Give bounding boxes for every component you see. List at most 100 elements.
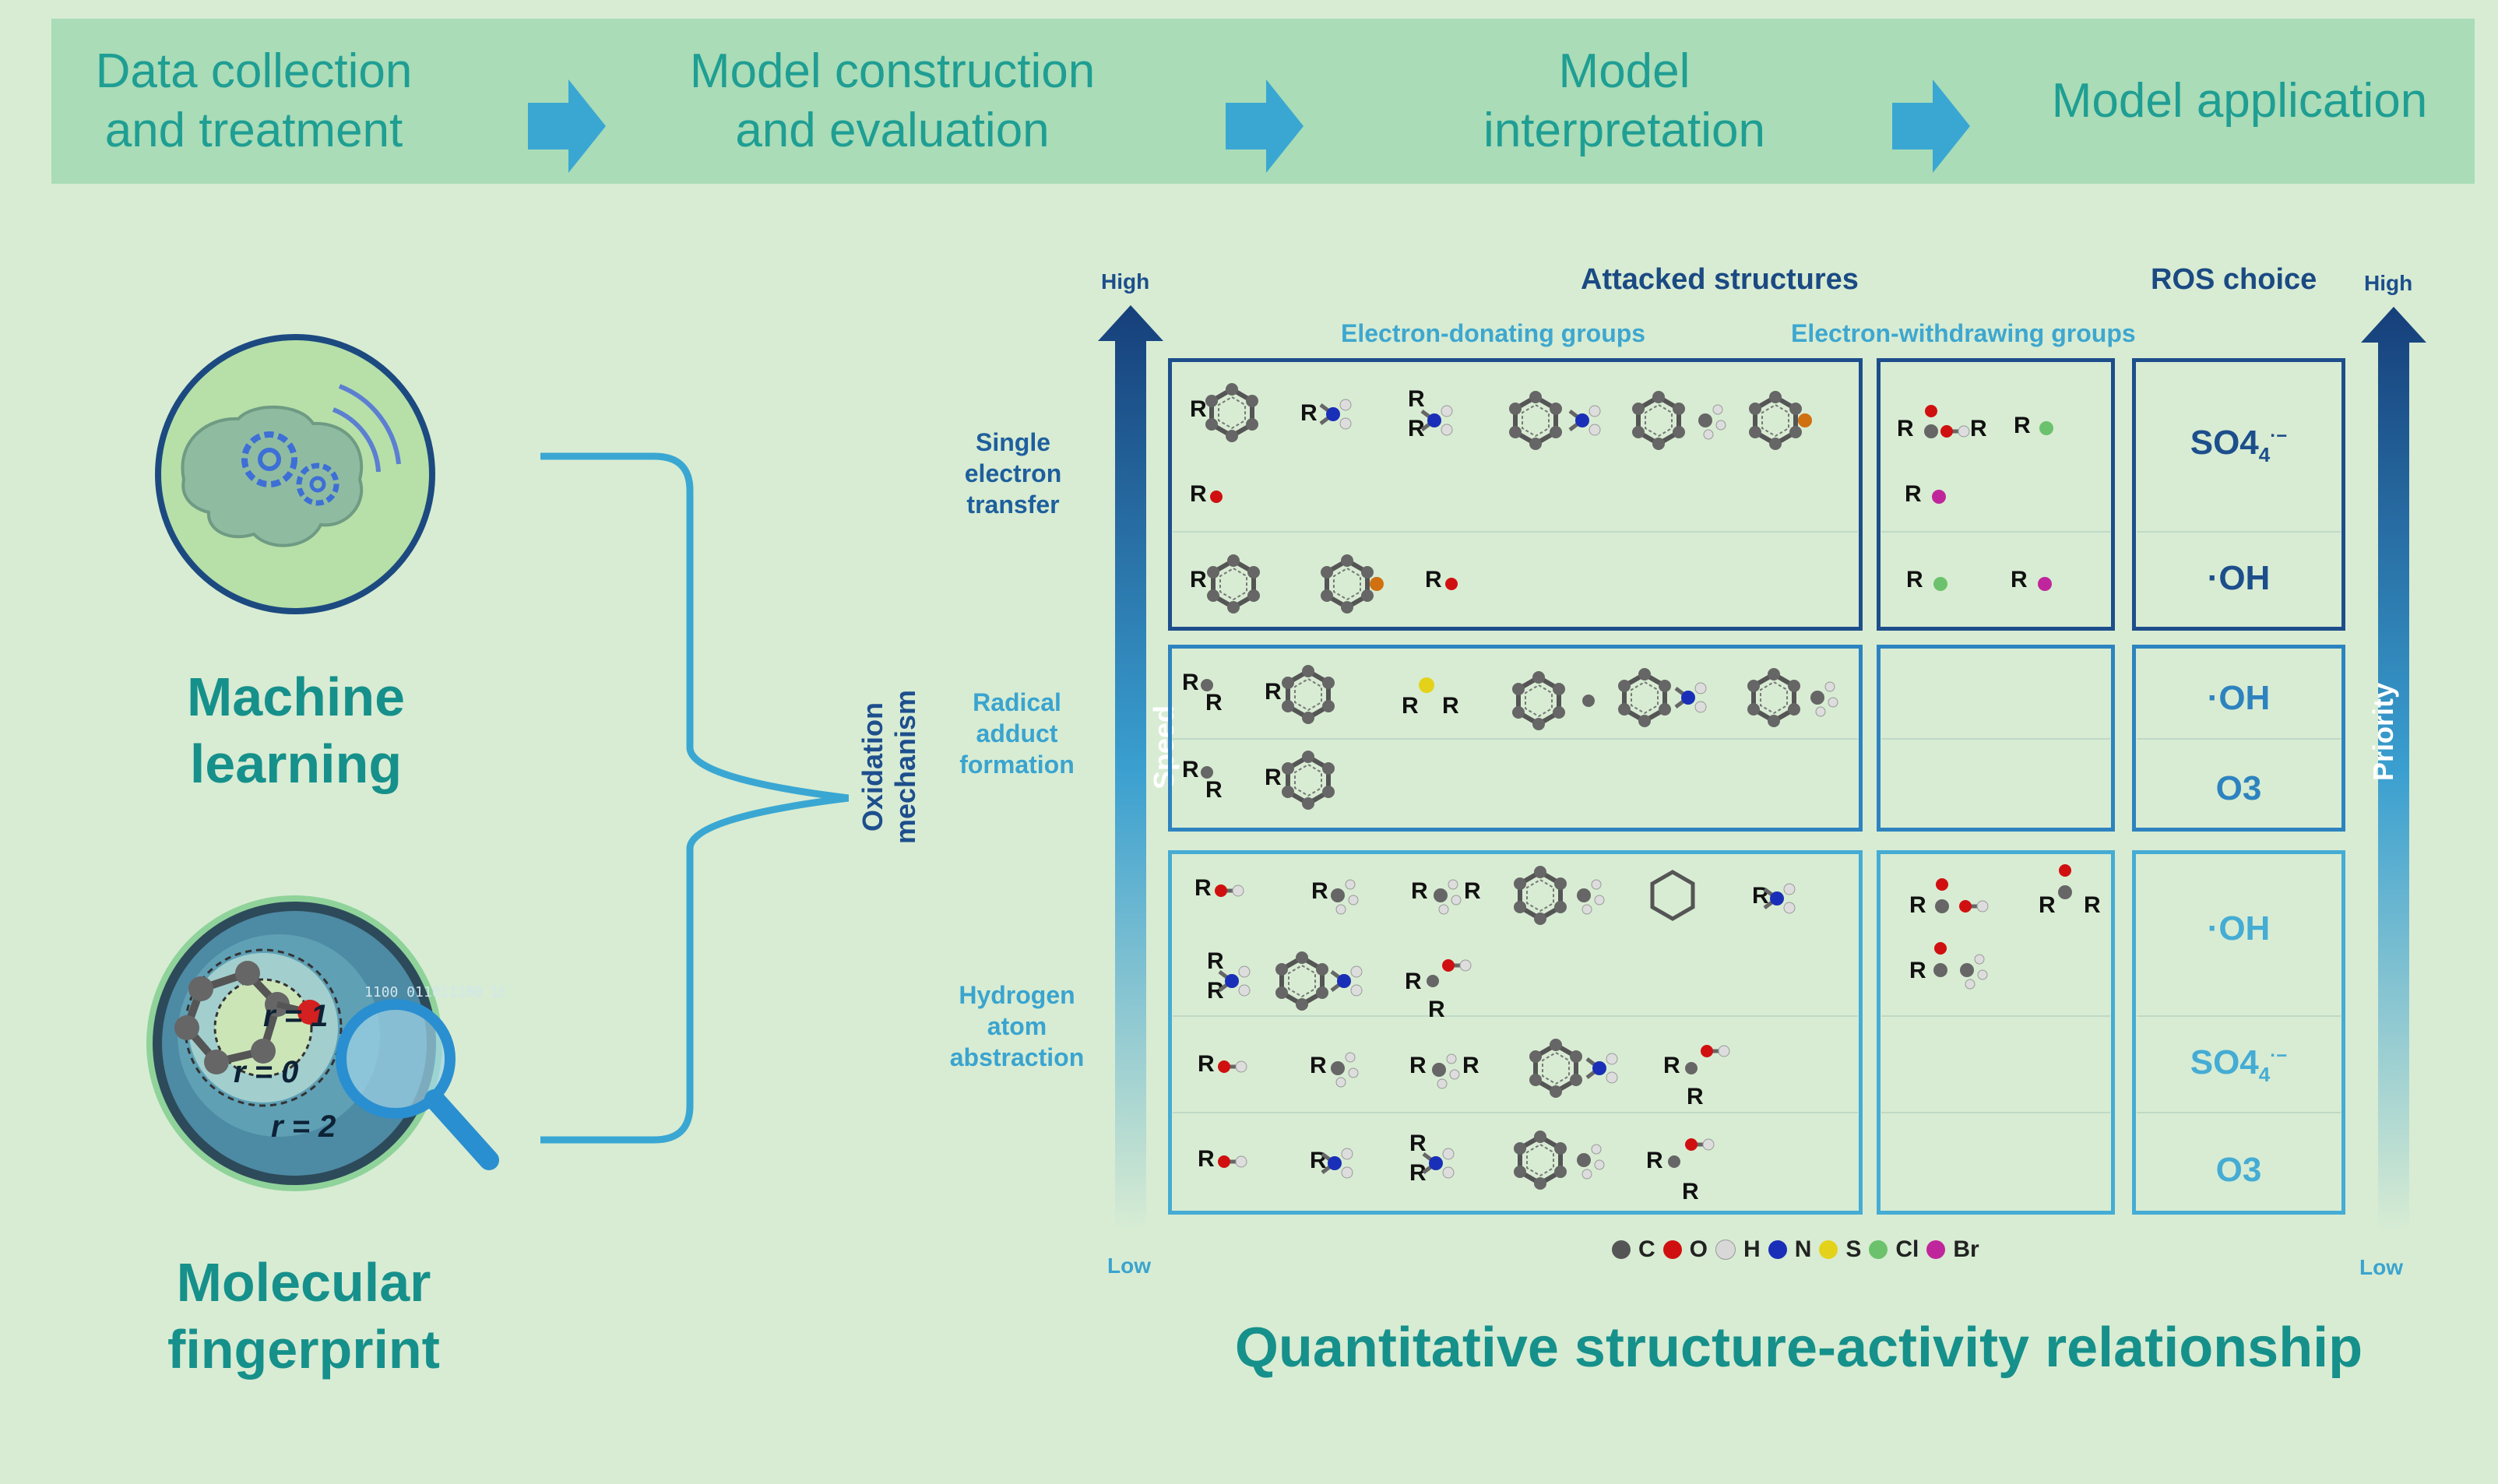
radical-superscript: ·− xyxy=(2270,1045,2288,1067)
ros-raf-1: ·OH xyxy=(2207,679,2271,717)
fingerprint-magnifier-icon: r = 1 r = 0 r = 2 1100 011011100 1010100… xyxy=(146,895,505,1191)
legend-dot-o xyxy=(1662,1240,1682,1259)
svg-text:R: R xyxy=(1205,777,1223,803)
ros-text: SO4 xyxy=(2190,1043,2259,1081)
legend-dot-cl xyxy=(1869,1240,1888,1259)
svg-text:R: R xyxy=(1194,875,1212,901)
mechanism-haa-label: Hydrogen atom abstraction xyxy=(949,981,1085,1071)
ros-set-1: SO44·− xyxy=(2135,424,2342,467)
machine-learning-label: Machine learning xyxy=(186,666,406,794)
svg-text:R: R xyxy=(1408,386,1425,412)
legend-dot-c xyxy=(1612,1240,1631,1259)
raf-edg-box xyxy=(1168,645,1863,832)
svg-text:R: R xyxy=(1442,693,1459,719)
ros-text: O3 xyxy=(2215,1151,2262,1189)
priority-arrow xyxy=(2361,307,2426,1233)
qsar-title: Quantitative structure-activity relation… xyxy=(1234,1317,2363,1379)
row-divider xyxy=(1173,738,1858,740)
step-model-interpretation: Model interpretation xyxy=(1483,44,1765,157)
svg-text:R: R xyxy=(1906,567,1923,593)
brain-gear-icon xyxy=(155,334,435,614)
legend-s: S xyxy=(1845,1236,1862,1262)
svg-text:R: R xyxy=(1409,1160,1427,1186)
legend-cl: Cl xyxy=(1895,1236,1919,1262)
legend-dot-br xyxy=(1926,1240,1946,1259)
ewg-header: Electron-withdrawing groups xyxy=(1791,319,2136,347)
set-ewg-box xyxy=(1877,358,2115,631)
svg-text:R: R xyxy=(1198,1051,1215,1077)
legend-dot-s xyxy=(1819,1240,1838,1259)
svg-text:R: R xyxy=(1897,416,1914,441)
haa-ewg-box xyxy=(1877,850,2115,1215)
legend-o: O xyxy=(1689,1236,1708,1262)
svg-text:R: R xyxy=(2011,567,2028,593)
svg-text:R: R xyxy=(1205,690,1223,716)
step-model-construction: Model construction and evaluation xyxy=(689,44,1096,157)
legend-br: Br xyxy=(1953,1236,1979,1262)
ros-set-2: ·OH xyxy=(2207,559,2271,597)
svg-text:R: R xyxy=(1182,757,1199,782)
row-divider xyxy=(1881,531,2110,533)
row-divider xyxy=(1173,1112,1858,1113)
speed-high-label: High xyxy=(1101,269,1150,294)
arrow-right-icon xyxy=(528,79,606,173)
svg-text:R: R xyxy=(1408,416,1425,441)
raf-ros-box xyxy=(2132,645,2345,832)
ros-haa-2: SO44·− xyxy=(2135,1043,2342,1087)
svg-text:R: R xyxy=(1905,481,1922,507)
priority-low-label: Low xyxy=(2359,1255,2403,1279)
svg-text:R: R xyxy=(1462,1053,1479,1078)
svg-text:R: R xyxy=(2039,892,2056,918)
haa-edg-box xyxy=(1168,850,1863,1215)
set-edg-box xyxy=(1168,358,1863,631)
ros-choice-header: ROS choice xyxy=(2151,263,2317,296)
row-divider xyxy=(1881,1015,2110,1017)
svg-text:R: R xyxy=(1687,1084,1704,1109)
svg-text:R: R xyxy=(1182,670,1199,695)
row-divider xyxy=(2137,738,2341,740)
svg-text:R: R xyxy=(2014,413,2031,438)
set-ros-box xyxy=(2132,358,2345,631)
legend-h: H xyxy=(1743,1236,1761,1262)
legend-c: C xyxy=(1638,1236,1655,1262)
row-divider xyxy=(2137,1015,2341,1017)
subscript-4: 4 xyxy=(2258,442,2271,466)
mechanism-raf-label: Radical adduct formation xyxy=(959,688,1075,779)
ros-haa-3: O3 xyxy=(2135,1151,2342,1190)
svg-text:R: R xyxy=(1207,978,1224,1004)
svg-text:R: R xyxy=(1411,878,1428,904)
svg-text:R: R xyxy=(1265,765,1282,790)
row-divider xyxy=(1173,1015,1858,1017)
svg-text:R: R xyxy=(1409,1131,1427,1156)
svg-text:R: R xyxy=(1428,997,1445,1022)
svg-text:R: R xyxy=(1311,878,1328,904)
svg-text:R: R xyxy=(1190,481,1207,507)
row-divider xyxy=(2137,1112,2341,1113)
arrow-right-icon xyxy=(1226,79,1304,173)
atom-legend: C O H N S Cl Br xyxy=(1612,1236,1979,1263)
ros-text: SO4 xyxy=(2190,424,2259,462)
svg-text:R: R xyxy=(1198,1146,1215,1172)
legend-dot-n xyxy=(1768,1240,1787,1259)
attacked-structures-header: Attacked structures xyxy=(1581,263,1859,296)
svg-text:R: R xyxy=(1646,1148,1663,1173)
edg-header: Electron-donating groups xyxy=(1341,319,1646,347)
mechanism-set-label: Single electron transfer xyxy=(964,428,1062,519)
svg-text:R: R xyxy=(1909,958,1926,983)
speed-arrow xyxy=(1098,305,1163,1232)
speed-low-label: Low xyxy=(1107,1254,1151,1278)
legend-dot-h xyxy=(1715,1240,1736,1260)
svg-text:R: R xyxy=(1265,679,1282,705)
step-data-collection: Data collection and treatment xyxy=(95,44,413,157)
oxidation-mechanism-axis-label: Oxidation mechanism xyxy=(857,689,921,845)
svg-text:R: R xyxy=(1300,400,1318,426)
priority-label: Priority xyxy=(2367,682,2399,782)
row-divider xyxy=(2137,531,2341,533)
curly-brace xyxy=(540,452,849,1144)
row-divider xyxy=(1173,531,1858,533)
molecular-fingerprint-label: Molecular fingerprint xyxy=(167,1252,440,1380)
subscript-4: 4 xyxy=(2258,1062,2271,1086)
svg-text:R: R xyxy=(1310,1053,1327,1078)
row-divider xyxy=(1881,738,2110,740)
